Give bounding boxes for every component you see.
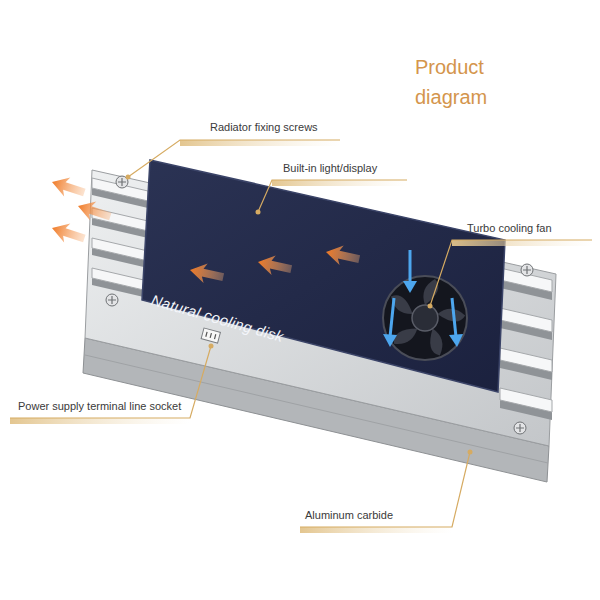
flow-arrow — [49, 218, 88, 248]
fin — [92, 268, 148, 291]
panel-print: Natural cooling disk — [149, 291, 285, 345]
callout-band — [300, 527, 452, 533]
callout-label: Built-in light/display — [283, 162, 377, 175]
printed-label: Natural cooling disk — [149, 291, 285, 345]
fan-blade — [423, 279, 438, 305]
callout-label: Power supply terminal line socket — [18, 400, 181, 413]
leader-line — [10, 346, 211, 418]
screw-slot — [523, 266, 531, 274]
callout-leaders — [10, 140, 592, 533]
screw-slot — [118, 178, 126, 186]
screw — [514, 422, 526, 434]
fan-hub — [412, 305, 438, 331]
fan-ring — [383, 276, 467, 360]
airflow-out-arrows — [49, 172, 361, 286]
screw-slot — [516, 424, 524, 432]
flow-arrow — [188, 260, 225, 287]
leader-dot — [209, 344, 214, 349]
right-fins — [500, 268, 552, 420]
arrow-shaft — [452, 298, 456, 337]
arrow-head — [403, 281, 417, 293]
fin — [92, 178, 148, 201]
screw-slot — [108, 296, 116, 304]
flow-arrow — [256, 252, 293, 279]
flow-arrow — [324, 242, 361, 269]
arrow-shaft — [409, 250, 412, 283]
screw — [106, 294, 118, 306]
fin — [500, 348, 552, 372]
fan-blade — [422, 328, 449, 358]
callout-band — [180, 140, 340, 146]
socket-housing — [201, 328, 220, 343]
callout-label: Aluminum carbide — [305, 509, 393, 522]
power-socket — [201, 328, 220, 343]
airflow-in-arrows — [383, 250, 463, 347]
flow-arrow — [75, 196, 114, 226]
callout-band — [452, 240, 592, 246]
fin — [92, 238, 148, 261]
arrow-head — [383, 334, 397, 347]
cooling-fan — [383, 276, 467, 360]
leader-dot — [428, 304, 433, 309]
flow-arrow — [49, 172, 88, 202]
screw — [521, 264, 533, 276]
callout-band — [272, 180, 407, 186]
fin — [500, 388, 552, 412]
leader-dot — [126, 175, 131, 180]
arrow-head — [449, 334, 463, 347]
display-panel — [142, 160, 505, 392]
leader-line — [430, 240, 592, 306]
leader-dot — [468, 450, 473, 455]
callout-label: Turbo cooling fan — [467, 222, 552, 235]
left-fins — [92, 178, 148, 298]
leader-dot — [256, 210, 261, 215]
fin — [500, 308, 552, 332]
socket-pins — [206, 332, 216, 339]
leader-line — [300, 452, 470, 527]
callout-band — [10, 418, 190, 424]
fan-blades — [387, 279, 466, 357]
diagram-title: Product diagram — [415, 52, 527, 112]
arrow-shaft — [390, 298, 394, 337]
leader-line — [258, 180, 407, 212]
fixing-screws — [106, 176, 533, 434]
callout-label: Radiator fixing screws — [210, 121, 318, 134]
